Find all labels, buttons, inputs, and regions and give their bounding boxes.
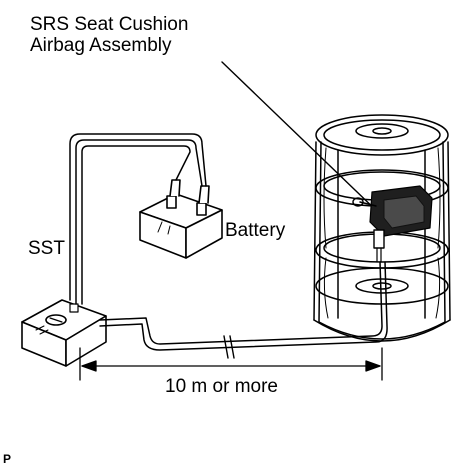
distance-dimension xyxy=(79,347,383,381)
sst-airbag-cable xyxy=(99,261,388,359)
assembly-label: SRS Seat Cushion Airbag Assembly xyxy=(30,14,188,57)
arrow-right-icon xyxy=(365,360,381,372)
battery-label: Battery xyxy=(225,220,286,241)
assembly-label-line2: Airbag Assembly xyxy=(30,35,172,57)
sst-battery-cable xyxy=(69,133,207,305)
assembly-leader-line xyxy=(221,61,383,217)
airbag-assembly xyxy=(352,185,433,263)
distance-label: 10 m or more xyxy=(165,376,278,397)
figure-code: P xyxy=(3,452,12,466)
sst-label: SST xyxy=(28,238,65,259)
assembly-label-line1: SRS Seat Cushion xyxy=(30,14,189,35)
sst-device xyxy=(21,299,107,367)
battery xyxy=(139,179,223,259)
arrow-left-icon xyxy=(81,360,97,372)
